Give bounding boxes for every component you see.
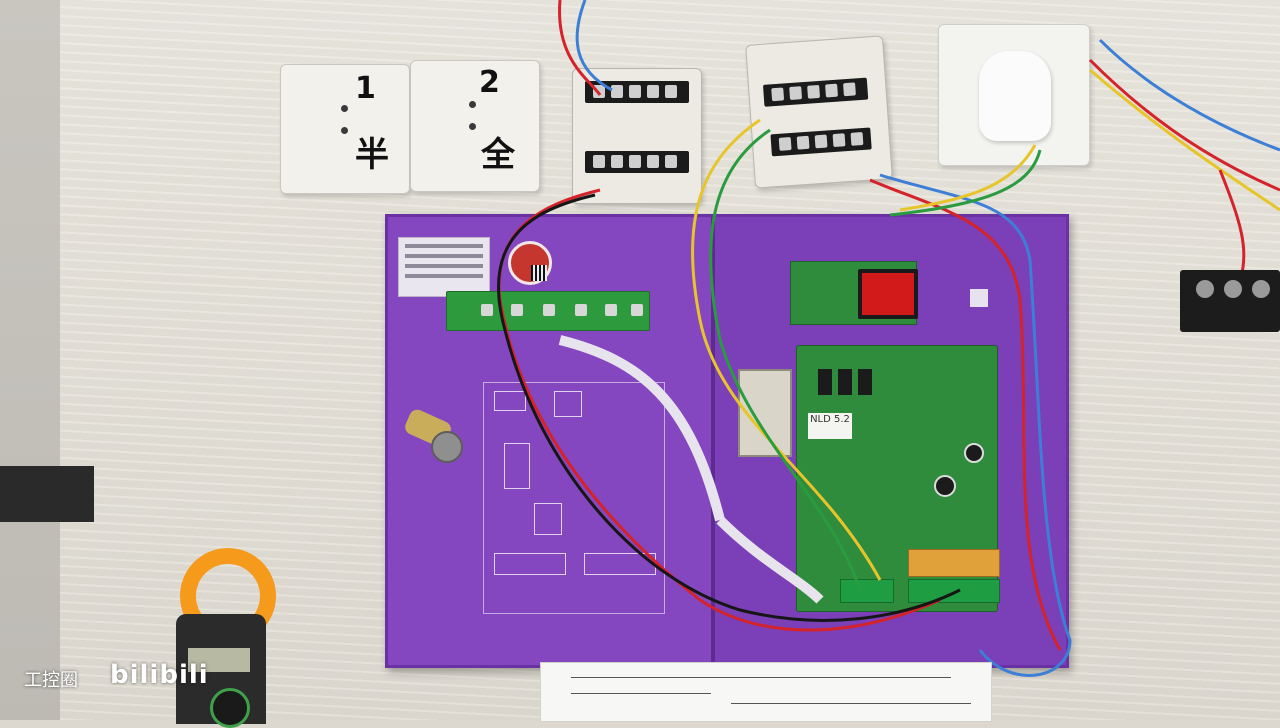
power-plug bbox=[979, 51, 1051, 141]
power-socket bbox=[938, 24, 1090, 166]
module-led bbox=[469, 101, 476, 108]
indicator-board bbox=[446, 291, 650, 331]
clamp-meter[interactable] bbox=[170, 548, 290, 728]
terminal-block bbox=[585, 151, 689, 173]
capacitor bbox=[964, 443, 984, 463]
meter-dial[interactable] bbox=[210, 688, 250, 728]
terminal-block bbox=[585, 81, 689, 103]
nameplate bbox=[398, 237, 490, 297]
output-terminal bbox=[908, 579, 1000, 603]
sticker bbox=[970, 289, 988, 307]
terminal-strip bbox=[1180, 270, 1280, 332]
wiring-diagram bbox=[483, 382, 665, 614]
channel-watermark: 工控圈 bbox=[24, 670, 78, 691]
output-terminal bbox=[840, 579, 894, 603]
module-number: 2 bbox=[479, 65, 500, 100]
input-module-1: 1 半 bbox=[280, 64, 410, 194]
meter-display bbox=[188, 648, 250, 672]
relay bbox=[858, 369, 872, 395]
capacitor bbox=[934, 475, 956, 497]
tool-handle bbox=[0, 466, 94, 522]
bilibili-logo: bilibili bbox=[110, 660, 209, 690]
board-model-label: NLD 5.2 bbox=[808, 413, 852, 439]
module-glyph: 全 bbox=[481, 135, 515, 175]
relay bbox=[838, 369, 852, 395]
power-switch[interactable] bbox=[858, 269, 918, 319]
module-led bbox=[341, 105, 348, 112]
module-led bbox=[341, 127, 348, 134]
door-split bbox=[711, 217, 715, 665]
module-number: 1 bbox=[355, 71, 376, 106]
module-glyph: 半 bbox=[355, 135, 389, 175]
input-module-2: 2 全 bbox=[410, 60, 540, 192]
qr-code bbox=[531, 265, 547, 281]
relay bbox=[818, 369, 832, 395]
relay-bank bbox=[908, 549, 1000, 577]
module-led bbox=[469, 123, 476, 130]
junction-box-left bbox=[572, 68, 702, 204]
key-lock[interactable] bbox=[431, 431, 463, 463]
instruction-sheet bbox=[540, 662, 992, 722]
